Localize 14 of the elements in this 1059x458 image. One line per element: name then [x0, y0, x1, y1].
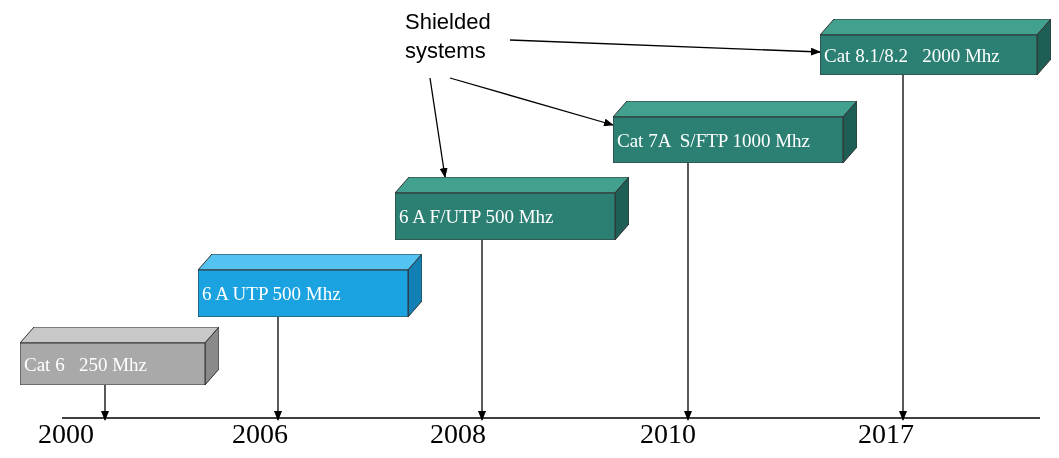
arrow [449, 77, 614, 127]
year-label: 2006 [232, 420, 312, 456]
year-label: 2017 [858, 420, 938, 456]
year-label: 2010 [640, 420, 720, 456]
year-label: 2008 [430, 420, 510, 456]
callout-text: Shielded systems [405, 8, 510, 78]
arrow [509, 39, 821, 56]
year-label: 2000 [38, 420, 118, 456]
arrow [429, 77, 448, 178]
arrow [274, 316, 282, 421]
arrow [101, 384, 109, 421]
arrow [478, 239, 486, 421]
arrow [684, 162, 692, 421]
arrow [899, 74, 907, 421]
